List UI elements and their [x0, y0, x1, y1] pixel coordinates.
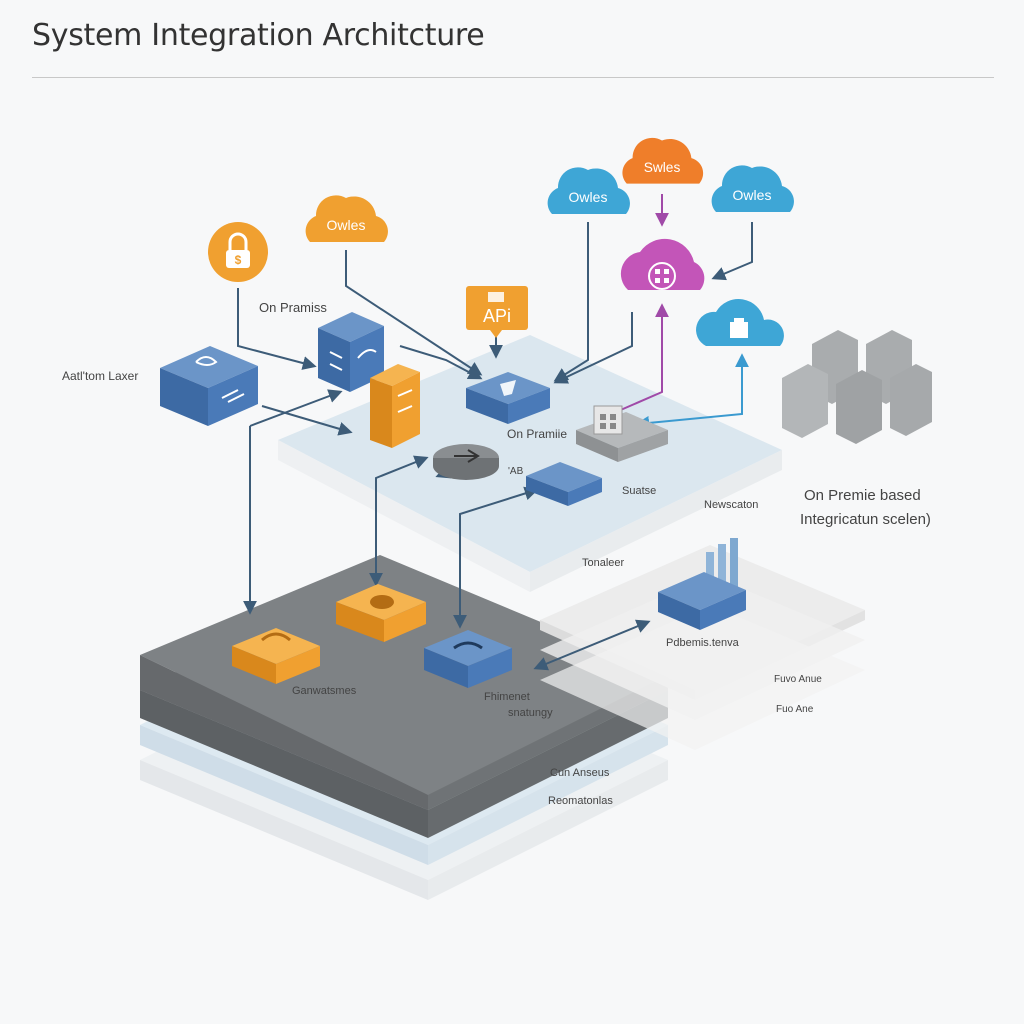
cloud-label: Swles — [644, 160, 681, 175]
right-platform-box[interactable] — [658, 538, 746, 630]
dark-foot-label-2: Reomatonlas — [548, 795, 613, 807]
cloud-label: Owles — [569, 189, 608, 205]
lock-icon: $ — [208, 222, 268, 282]
cloud-shape — [622, 137, 704, 184]
orange-box-1[interactable] — [336, 584, 426, 642]
ab-label: 'AB — [508, 466, 524, 477]
app-layer-label: Aatl'tom Laxer — [62, 369, 138, 383]
cloud-3[interactable]: Swles — [622, 137, 704, 184]
orange-tall-box[interactable] — [370, 364, 420, 448]
svg-text:$: $ — [235, 253, 242, 267]
on-premise-based-label-2: Integricatun scelen) — [800, 511, 931, 528]
right-platform-label: Pdbemis.tenva — [666, 637, 740, 649]
cloud-1[interactable]: Owles — [305, 195, 388, 242]
right-foot-label-1: Fuvo Anue — [774, 674, 822, 685]
page-title: System Integration Architcture — [32, 18, 485, 53]
tonaneer-label: Tonaleer — [582, 557, 625, 569]
on-premise-based-label-1: On Premie based — [804, 487, 921, 504]
dark-label-1: Ganwatsmes — [292, 685, 357, 697]
dark-label-2a: Fhimenet — [484, 691, 530, 703]
orange-box-2[interactable] — [232, 628, 320, 684]
cloud-shape — [305, 195, 388, 242]
cloud-label: Owles — [733, 187, 772, 203]
api-label: APi — [483, 306, 511, 326]
grey-blocks — [782, 330, 932, 444]
app-layer-box[interactable] — [160, 346, 258, 426]
magenta-cloud-icon[interactable] — [620, 238, 705, 290]
center-oval-node[interactable] — [433, 444, 499, 480]
center-blue-chip[interactable] — [526, 462, 602, 506]
right-foot-label-2: Fuo Ane — [776, 704, 814, 715]
title-divider — [32, 77, 994, 78]
cloud-label: Owles — [327, 217, 366, 233]
cloud-4[interactable]: Owles — [711, 165, 794, 212]
dark-foot-label-1: Cun Anseus — [550, 767, 610, 779]
suanse-label: Suatse — [622, 485, 656, 497]
on-premise-center-label: On Pramiie — [507, 427, 567, 441]
newscaton-label: Newscaton — [704, 499, 758, 511]
cloud-shape — [711, 165, 794, 212]
blue-box-dark-platform[interactable] — [424, 630, 512, 688]
storage-cloud-icon[interactable] — [696, 299, 784, 346]
on-premise-left-label: On Pramiss — [259, 300, 327, 315]
center-box[interactable] — [466, 372, 550, 424]
cloud-shape — [547, 167, 630, 214]
api-tag[interactable]: APi — [466, 286, 528, 338]
factory-node[interactable] — [576, 405, 668, 462]
cloud-2[interactable]: Owles — [547, 167, 630, 214]
connector-arrows — [237, 194, 753, 671]
dark-label-2b: snatungy — [508, 707, 553, 719]
